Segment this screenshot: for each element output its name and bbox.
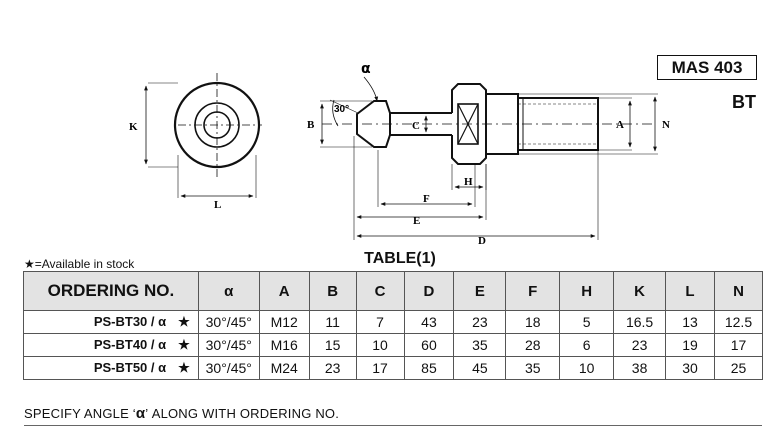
cell-alpha: 30°/45° xyxy=(197,333,260,357)
header-n: N xyxy=(713,271,764,311)
cell-n: 12.5 xyxy=(713,310,764,334)
header-k: K xyxy=(613,271,667,311)
cell-d: 85 xyxy=(403,356,455,380)
header-b: B xyxy=(308,271,357,311)
standard-code: MAS 403 xyxy=(671,57,743,77)
dim-n-label: N xyxy=(662,119,670,131)
table-row: PS-BT30 / α ★ 30°/45° M12 11 7 43 23 18 5… xyxy=(23,310,764,334)
dim-c-label: C xyxy=(412,120,420,132)
end-view-hex-recess xyxy=(194,102,240,148)
stud-flats xyxy=(457,103,479,145)
cell-h: 6 xyxy=(559,333,615,357)
cell-l: 19 xyxy=(665,333,715,357)
table-header-row: ORDERING NO. α A B C D E F H K L N xyxy=(23,271,764,311)
part-number-cell: PS-BT50 / α ★ xyxy=(23,356,199,380)
cell-f: 18 xyxy=(505,310,561,334)
table-title: TABLE(1) xyxy=(364,250,436,267)
cell-c: 17 xyxy=(355,356,405,380)
dim-d-label: D xyxy=(478,235,486,247)
cell-n: 25 xyxy=(713,356,764,380)
header-f: F xyxy=(505,271,561,311)
cell-d: 43 xyxy=(403,310,455,334)
part-number: PS-BT50 / α xyxy=(93,360,167,375)
header-a: A xyxy=(258,271,310,311)
cell-a: M12 xyxy=(258,310,310,334)
dimension-table: ORDERING NO. α A B C D E F H K L N PS-BT… xyxy=(23,271,764,380)
end-view-outer-circle xyxy=(173,81,261,169)
ordering-instruction-suffix: ’ ALONG WITH ORDERING NO. xyxy=(145,406,340,421)
part-number: PS-BT30 / α xyxy=(93,314,167,329)
cell-k: 23 xyxy=(613,333,667,357)
header-h: H xyxy=(559,271,615,311)
cell-alpha: 30°/45° xyxy=(197,356,260,380)
cell-l: 13 xyxy=(665,310,715,334)
in-stock-star: ★ xyxy=(178,360,190,375)
alpha-label: α xyxy=(361,61,371,77)
footer-divider xyxy=(24,425,762,426)
stock-note: ★=Available in stock xyxy=(24,257,135,271)
cell-c: 10 xyxy=(355,333,405,357)
cell-f: 35 xyxy=(505,356,561,380)
cell-a: M16 xyxy=(258,333,310,357)
cell-h: 10 xyxy=(559,356,615,380)
dim-b-label: B xyxy=(307,119,315,131)
part-number-cell: PS-BT30 / α ★ xyxy=(23,310,199,334)
cell-alpha: 30°/45° xyxy=(197,310,260,334)
dim-h-label: H xyxy=(464,176,473,188)
ordering-instruction-prefix: SPECIFY ANGLE ‘ xyxy=(24,406,136,421)
in-stock-star: ★ xyxy=(178,337,190,352)
cell-e: 45 xyxy=(453,356,507,380)
cell-e: 23 xyxy=(453,310,507,334)
header-e: E xyxy=(453,271,507,311)
header-d: D xyxy=(403,271,455,311)
side-view xyxy=(320,76,658,240)
cell-k: 16.5 xyxy=(613,310,667,334)
cell-e: 35 xyxy=(453,333,507,357)
cell-a: M24 xyxy=(258,356,310,380)
dim-a-label: A xyxy=(616,119,624,131)
dim-l-label: L xyxy=(214,199,221,211)
header-alpha: α xyxy=(197,271,260,311)
part-number: PS-BT40 / α xyxy=(93,337,167,352)
ordering-instruction-symbol: α xyxy=(135,405,146,422)
angle-30-label: 30° xyxy=(334,104,349,115)
pull-stud-drawing: K L xyxy=(129,61,670,247)
end-view xyxy=(144,73,262,198)
cell-k: 38 xyxy=(613,356,667,380)
cell-b: 15 xyxy=(308,333,357,357)
standard-series: BT xyxy=(732,92,756,112)
dim-f-label: F xyxy=(423,193,430,205)
cell-b: 23 xyxy=(308,356,357,380)
header-l: L xyxy=(665,271,715,311)
header-ordering-no: ORDERING NO. xyxy=(23,271,199,311)
standard-code-box: MAS 403 xyxy=(657,55,757,80)
cell-c: 7 xyxy=(355,310,405,334)
cell-n: 17 xyxy=(713,333,764,357)
dim-e-label: E xyxy=(413,215,420,227)
cell-f: 28 xyxy=(505,333,561,357)
part-number-cell: PS-BT40 / α ★ xyxy=(23,333,199,357)
cell-b: 11 xyxy=(308,310,357,334)
cell-h: 5 xyxy=(559,310,615,334)
end-view-inner-circle xyxy=(203,111,231,139)
table-row: PS-BT40 / α★ 30°/45° M16 15 10 60 35 28 … xyxy=(23,333,764,357)
in-stock-star: ★ xyxy=(178,314,190,329)
stud-thread xyxy=(517,97,599,151)
table-row: PS-BT50 / α★ 30°/45° M24 23 17 85 45 35 … xyxy=(23,356,764,380)
cell-l: 30 xyxy=(665,356,715,380)
header-c: C xyxy=(355,271,405,311)
dim-k-label: K xyxy=(129,121,138,133)
cell-d: 60 xyxy=(403,333,455,357)
ordering-instruction: SPECIFY ANGLE ‘α’ ALONG WITH ORDERING NO… xyxy=(24,405,339,422)
